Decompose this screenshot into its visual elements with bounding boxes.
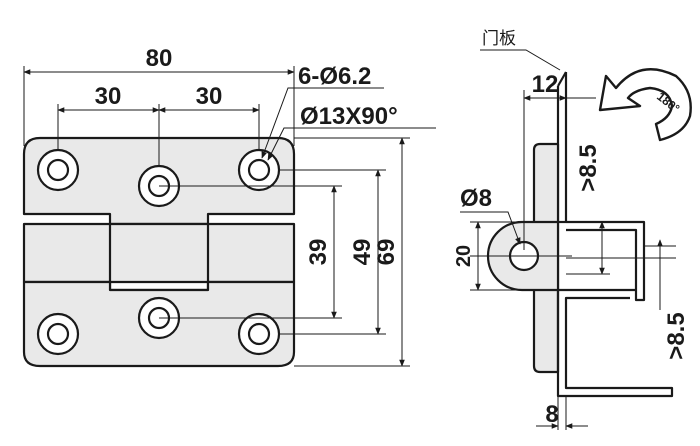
label-countersink: Ø13X90° bbox=[300, 103, 398, 130]
bottom-bracket bbox=[556, 290, 674, 398]
label-12: 12 bbox=[532, 71, 559, 98]
front-view: 80 30 30 6-Ø6.2 Ø13X90° 39 49 69 bbox=[22, 45, 436, 368]
leader-countersink bbox=[267, 127, 292, 161]
door-panel bbox=[556, 72, 568, 222]
label-gap-bottom: >8.5 bbox=[663, 312, 690, 359]
label-holes: 6-Ø6.2 bbox=[298, 63, 371, 90]
hole-top-left bbox=[36, 148, 80, 192]
hole-bottom-right bbox=[237, 312, 281, 356]
rotation-arrow-icon bbox=[598, 68, 692, 142]
hole-top-right bbox=[237, 148, 281, 192]
top-bracket bbox=[566, 220, 646, 302]
label-gap-top: >8.5 bbox=[575, 144, 602, 191]
label-pin-diameter: Ø8 bbox=[460, 185, 492, 212]
label-80: 80 bbox=[146, 45, 173, 72]
leader-holes bbox=[261, 87, 292, 159]
label-30-right: 30 bbox=[196, 83, 223, 110]
label-69: 69 bbox=[373, 239, 400, 266]
hole-bottom-left bbox=[36, 312, 80, 356]
leader-door-panel bbox=[480, 49, 561, 71]
label-20: 20 bbox=[453, 245, 475, 267]
knuckle-band bbox=[22, 222, 296, 284]
label-49: 49 bbox=[349, 239, 376, 266]
label-door-panel: 门板 bbox=[482, 29, 516, 49]
leader-pin bbox=[460, 211, 521, 245]
label-30-left: 30 bbox=[95, 83, 122, 110]
side-view: 180° 门板 12 Ø8 20 >8.5 >8.5 8 bbox=[453, 29, 692, 430]
label-39: 39 bbox=[305, 239, 332, 266]
label-8: 8 bbox=[545, 401, 558, 428]
